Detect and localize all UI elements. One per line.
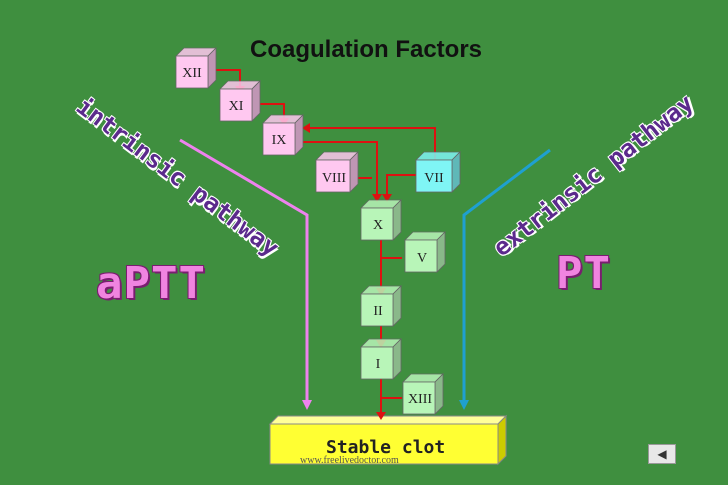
factor-xi-cube	[219, 80, 261, 122]
factor-xiii-label: XIII	[408, 392, 432, 407]
factor-xi-label: XI	[229, 99, 244, 114]
factor-i-cube	[360, 338, 402, 380]
extrinsic-pathway-line	[462, 148, 551, 400]
factor-i-label: I	[376, 357, 381, 372]
factor-x-label: X	[373, 218, 383, 233]
intrinsic-line-arrowhead	[302, 400, 312, 410]
factor-xiii-cube	[402, 373, 444, 415]
clot-box	[269, 423, 499, 465]
factor-vii-label: VII	[424, 171, 444, 186]
factor-v-cube	[404, 231, 446, 273]
factor-v-label: V	[417, 251, 427, 266]
arrowhead-clot	[376, 412, 386, 420]
factor-ii-cube	[360, 285, 402, 327]
factor-x-cube	[360, 199, 402, 241]
factor-viii-cube	[315, 151, 359, 193]
left-arrow-icon: ◀	[657, 447, 667, 461]
stable-clot-label: Stable clot	[326, 437, 446, 458]
extrinsic-line-arrowhead	[459, 400, 469, 410]
factor-ix-cube	[262, 114, 304, 156]
factor-vii-cube	[415, 151, 461, 193]
pt-label: PT	[556, 248, 611, 299]
intrinsic-pathway-line	[179, 138, 309, 400]
arrowhead-x-left	[372, 194, 382, 202]
factor-xii-label: XII	[182, 66, 202, 81]
factor-ix-label: IX	[272, 133, 287, 148]
clot-box-side	[497, 414, 507, 466]
watermark-url: www.freelivedoctor.com	[300, 455, 399, 466]
previous-slide-button[interactable]: ◀	[648, 444, 676, 464]
clot-box-top	[268, 415, 508, 425]
arrowhead-x-right	[382, 194, 392, 202]
factor-ii-label: II	[373, 304, 383, 319]
arrow-ix-to-x	[300, 141, 378, 196]
factor-xii-cube	[175, 47, 217, 89]
arrowhead-ix-from-vii	[302, 123, 310, 133]
aptt-label: aPTT	[96, 258, 206, 309]
arrow-vii-to-ix	[310, 127, 436, 163]
page-title: Coagulation Factors	[250, 36, 483, 63]
factor-viii-label: VIII	[322, 171, 346, 186]
